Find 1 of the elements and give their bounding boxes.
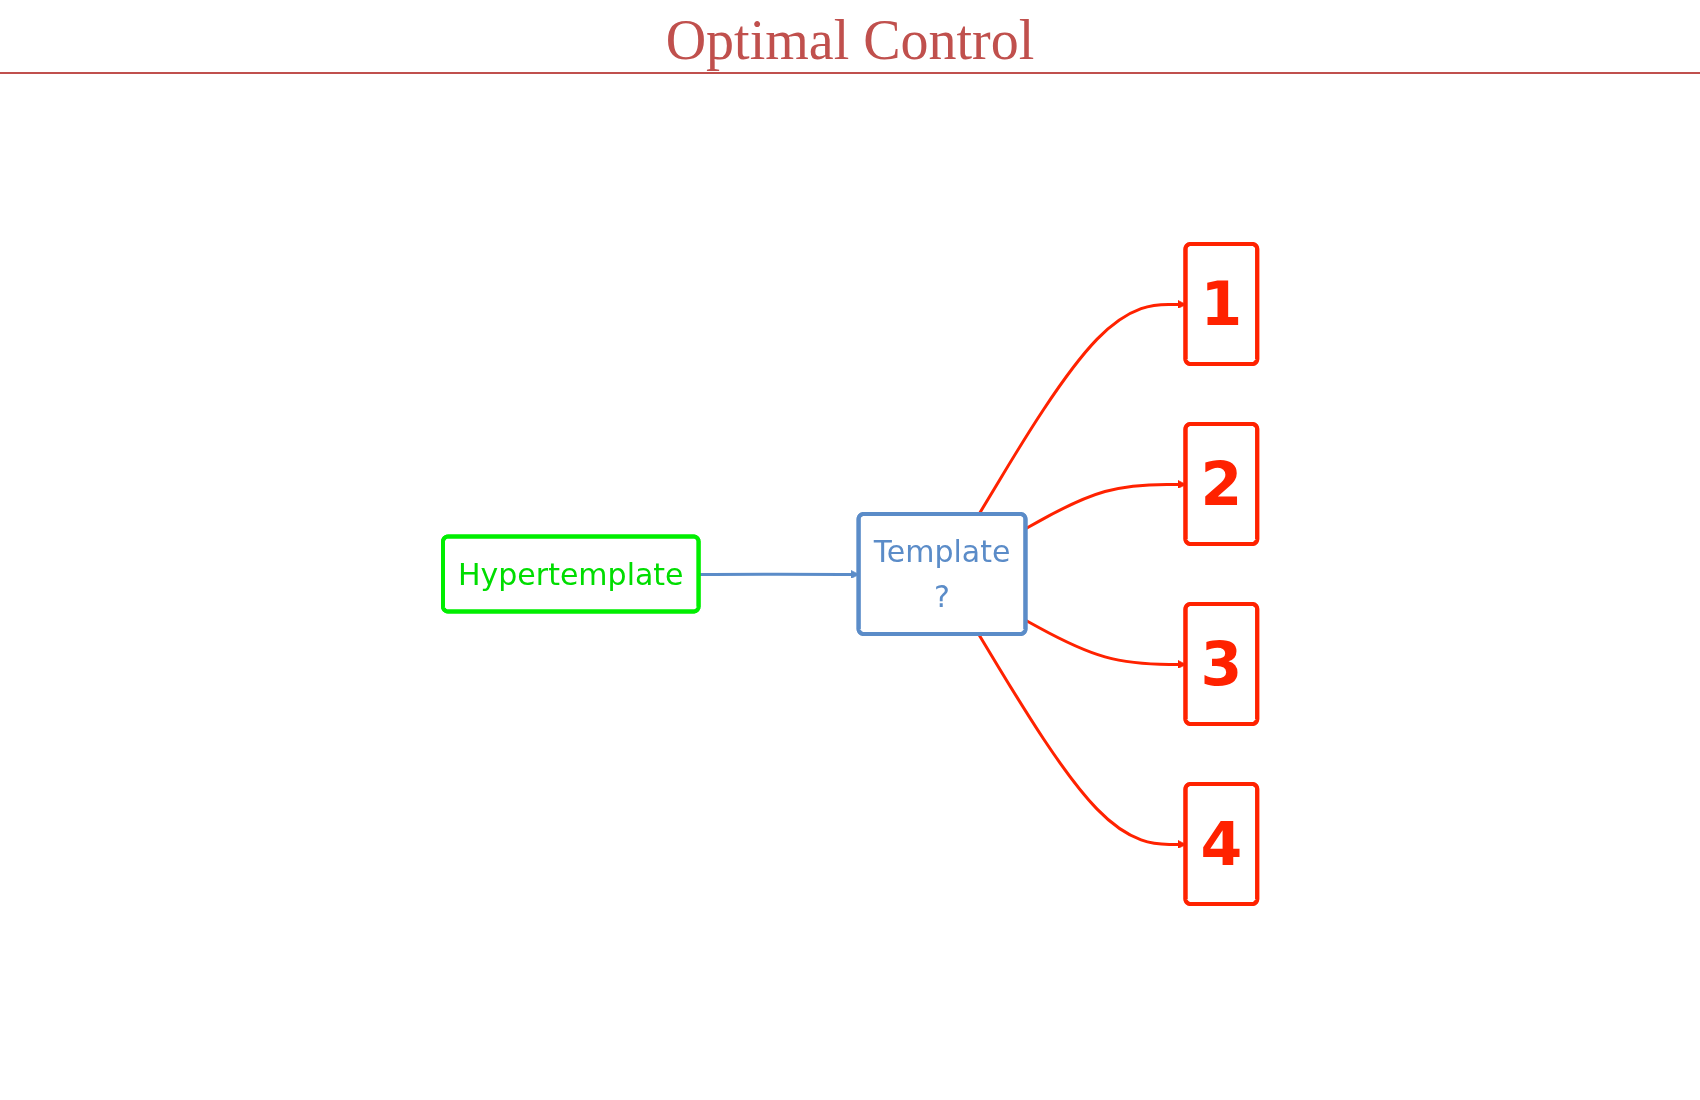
slide-title: Optimal Control xyxy=(0,8,1700,74)
